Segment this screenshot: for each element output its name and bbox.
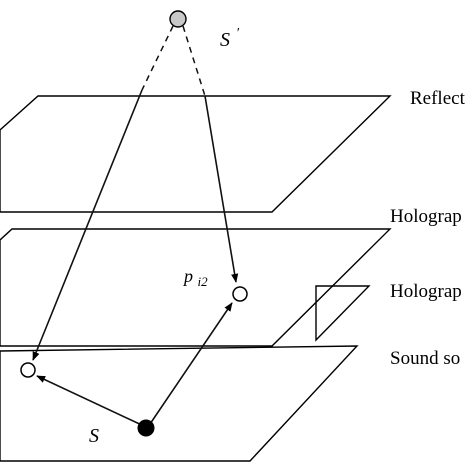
source-label: S — [89, 425, 99, 447]
hologram-point-right — [232, 286, 248, 302]
image-source-letter: S — [220, 29, 230, 51]
ray-to-hologram-point — [204, 95, 239, 283]
ray-source-to-left-point — [36, 375, 147, 428]
dashed-ray-right — [182, 25, 206, 97]
ray-to-left-point — [32, 89, 143, 361]
hologram-point-label: p i2 — [182, 266, 208, 289]
source-point — [137, 419, 155, 437]
holographic-plane-2 — [315, 285, 371, 342]
holographic-plane-2-label: Holograp — [390, 281, 462, 302]
ray-source-to-hologram-point — [149, 302, 233, 425]
hologram-point-letter: p — [182, 266, 193, 286]
image-source-point — [169, 10, 187, 28]
hologram-point-left — [20, 362, 36, 378]
reflecting-plane-label: Reflect — [410, 88, 466, 109]
holographic-plane-1-label: Holograp — [390, 206, 462, 227]
image-source-prime: ′ — [236, 26, 240, 41]
sound-source-plane — [0, 345, 359, 462]
reflecting-plane — [0, 95, 392, 213]
hologram-point-subscript: i2 — [198, 274, 209, 289]
dashed-ray-left — [141, 25, 174, 91]
image-source-label: S ′ — [220, 26, 240, 51]
sound-source-plane-label: Sound so — [390, 348, 460, 369]
holographic-plane-1 — [0, 228, 392, 347]
